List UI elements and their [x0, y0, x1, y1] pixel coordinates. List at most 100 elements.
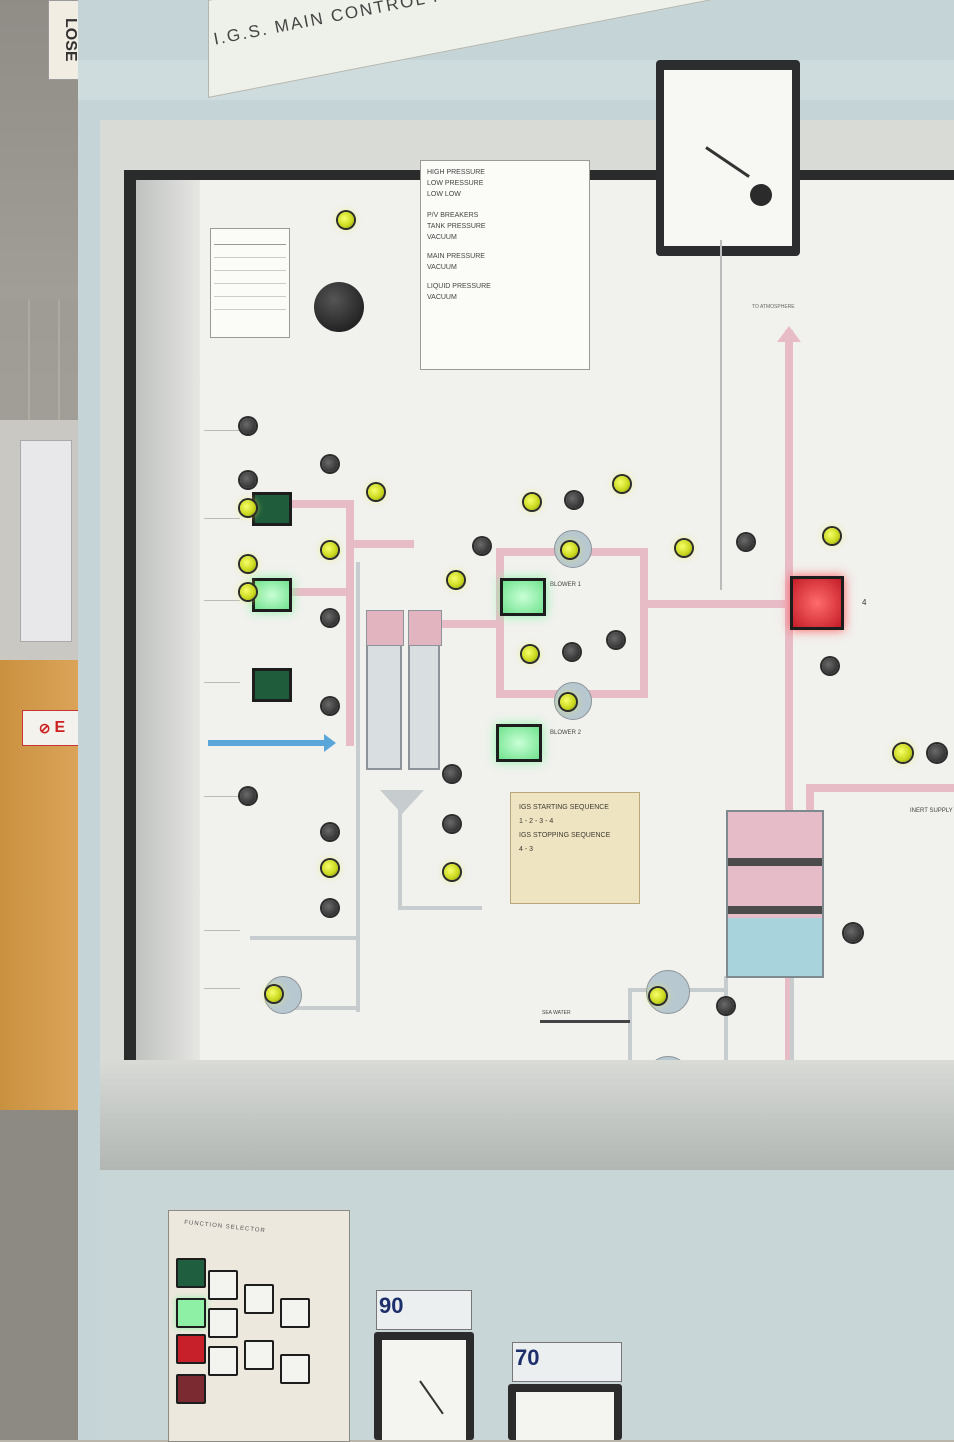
indicator-lamp: [368, 484, 384, 500]
cooling-water-pipe: [208, 740, 326, 746]
exit-sign: ⊘ E: [22, 710, 82, 746]
selector-button[interactable]: [208, 1270, 238, 1300]
selector-button[interactable]: [244, 1284, 274, 1314]
selector-button-red-1[interactable]: [176, 1334, 206, 1364]
indicator-lamp: [322, 900, 338, 916]
indicator-lamp: [824, 528, 840, 544]
alarm-settings-card: HIGH PRESSURE LOW PRESSURE LOW LOW P/V B…: [420, 160, 590, 370]
selector-button[interactable]: [280, 1354, 310, 1384]
gauge1-tag: 90: [376, 1290, 472, 1330]
indicator-lamp: [738, 534, 754, 550]
indicator-lamp: [444, 864, 460, 880]
inlet-pipe-1: [290, 500, 350, 508]
indicator-lamp: [240, 788, 256, 804]
start-button-3[interactable]: [252, 668, 292, 702]
seal-band-2: [728, 906, 822, 914]
start-button-1[interactable]: [252, 492, 292, 526]
indicator-lamp: [522, 646, 538, 662]
selector-button[interactable]: [208, 1308, 238, 1338]
scrubber-vessel-1-top: [366, 610, 404, 646]
drain-bottom: [284, 1006, 360, 1010]
indicator-lamp: [560, 694, 576, 710]
ceiling-tiles: [0, 300, 90, 420]
sequence-line: 1 - 2 - 3 - 4: [519, 818, 554, 825]
info-line: MAIN PRESSURE: [427, 253, 485, 260]
indicator-lamp: [322, 542, 338, 558]
funnel-icon: [380, 790, 424, 814]
side-label-strip: [204, 420, 240, 431]
pressure-meter-face: [664, 70, 792, 246]
effluent-line: [398, 800, 402, 910]
indicator-lamp: [322, 824, 338, 840]
indicator-lamp: [322, 456, 338, 472]
hanging-sign: LOSE: [48, 0, 80, 80]
start-button-2[interactable]: [252, 578, 292, 612]
scrubber-vessel-2-top: [408, 610, 442, 646]
info-line: VACUUM: [427, 294, 457, 301]
drain-pump-symbol: [264, 976, 302, 1014]
effluent-bottom: [398, 906, 482, 910]
sequence-line: IGS STARTING SEQUENCE: [519, 804, 609, 811]
main-header: [640, 600, 790, 608]
indicator-lamp: [444, 766, 460, 782]
indicator-lamp: [566, 492, 582, 508]
info-line: VACUUM: [427, 234, 457, 241]
indicator-lamp: [240, 472, 256, 488]
info-line: P/V BREAKERS: [427, 212, 479, 219]
inlet-riser: [346, 500, 354, 746]
scrubber-feed-pipe: [350, 540, 414, 548]
blower1-button[interactable]: [500, 578, 546, 616]
legend-card: [210, 228, 290, 338]
indicator-lamp: [718, 998, 734, 1014]
selector-button-red-2[interactable]: [176, 1374, 206, 1404]
indicator-lamp: [240, 418, 256, 434]
selector-button[interactable]: [208, 1346, 238, 1376]
indicator-lamp: [562, 542, 578, 558]
meter-adjust-knob[interactable]: [750, 184, 772, 206]
side-label-strip: [204, 920, 240, 931]
selector-button[interactable]: [280, 1298, 310, 1328]
indicator-lamp: [608, 632, 624, 648]
info-line: VACUUM: [427, 264, 457, 271]
vent-label: TO ATMOSPHERE: [752, 304, 795, 310]
indicator-lamp: [614, 476, 630, 492]
sequence-line: IGS STOPPING SEQUENCE: [519, 832, 611, 839]
indicator-lamp: [928, 744, 946, 762]
selector-button[interactable]: [244, 1340, 274, 1370]
selector-knob[interactable]: [314, 282, 364, 332]
water-arrow-icon: [324, 734, 336, 752]
selector-button-green-1[interactable]: [176, 1258, 206, 1288]
info-line: TANK PRESSURE: [427, 223, 486, 230]
blower-manifold: [496, 548, 504, 698]
sequence-card: IGS STARTING SEQUENCE 1 - 2 - 3 - 4 IGS …: [510, 792, 640, 904]
info-line: LOW PRESSURE: [427, 180, 484, 187]
info-line: LOW LOW: [427, 191, 461, 198]
info-line: LIQUID PRESSURE: [427, 283, 491, 290]
vent-arrow-icon: [777, 326, 801, 342]
indicator-lamp: [894, 744, 912, 762]
panel-sill: [100, 1060, 954, 1180]
seal-water-level: [728, 918, 822, 976]
indicator-lamp: [524, 494, 540, 510]
inert-supply-pipe: [810, 784, 954, 792]
indicator-lamp: [448, 572, 464, 588]
side-label-strip: [204, 590, 240, 601]
gauge1-face: [382, 1340, 466, 1440]
emergency-stop-button[interactable]: [790, 576, 844, 630]
indicator-lamp: [444, 816, 460, 832]
indicator-lamp: [676, 540, 692, 556]
indicator-lamp: [240, 500, 256, 516]
indicator-lamp: [844, 924, 862, 942]
side-label-strip: [204, 978, 240, 989]
selector-button-green-2[interactable]: [176, 1298, 206, 1328]
inert-drop: [806, 784, 814, 824]
seal-band-1: [728, 858, 822, 866]
gauge2-reading: 70: [515, 1345, 540, 1370]
gauge1-reading: 90: [379, 1293, 404, 1318]
no-entry-icon: ⊘: [38, 719, 51, 736]
blower2-button[interactable]: [496, 724, 542, 762]
scrubber-outlet-pipe: [440, 620, 500, 628]
pump-riser: [724, 976, 728, 1076]
blower1-label: BLOWER 1: [550, 582, 582, 588]
side-label-strip: [204, 672, 240, 683]
